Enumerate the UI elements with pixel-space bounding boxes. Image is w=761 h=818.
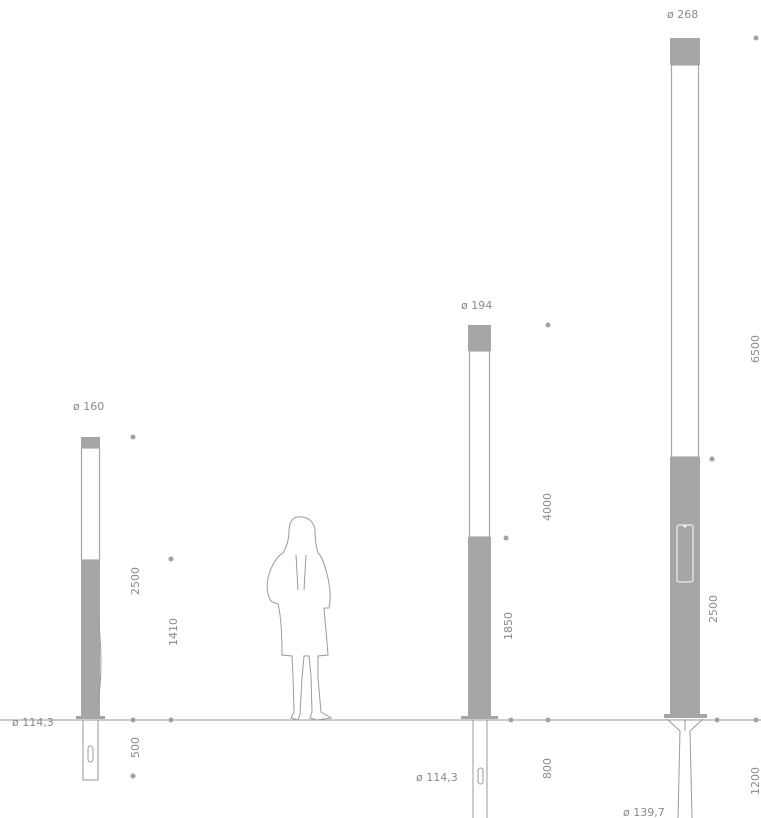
- person-detail: [295, 554, 307, 591]
- dimension-small-total: 2500: [129, 567, 142, 595]
- dimension-dot: [130, 773, 136, 779]
- dimension-medium-total: 4000: [541, 493, 554, 521]
- pole-small-base-plate: [76, 716, 105, 719]
- dimension-medium-lower: 1850: [502, 612, 515, 640]
- person-silhouette: [266, 516, 333, 721]
- dimension-dot: [753, 35, 759, 41]
- pole-large-head: [670, 38, 700, 65]
- pole-small-foundation-diameter: ø 114,3: [12, 716, 54, 729]
- pole-small-door: [97, 619, 102, 706]
- dimension-dot: [503, 535, 509, 541]
- pole-large-foundation: [677, 730, 693, 818]
- dimension-large-foundation: 1200: [749, 767, 761, 795]
- pole-medium-head: [468, 325, 491, 351]
- dimension-dot: [545, 322, 551, 328]
- dimension-small-foundation: 500: [129, 737, 142, 758]
- dimension-large-lower: 2500: [707, 595, 720, 623]
- dimension-small-lower: 1410: [167, 618, 180, 646]
- pole-large-foundation-diameter: ø 139,7: [623, 806, 665, 818]
- dimension-dot: [508, 717, 514, 723]
- dimension-dot: [709, 456, 715, 462]
- pole-large: [664, 38, 707, 818]
- pole-small: [76, 437, 105, 781]
- pole-small-diffuser: [80, 447, 101, 561]
- pole-large-base-plate: [664, 714, 707, 718]
- pole-large-anchor: [666, 718, 704, 732]
- dimension-medium-foundation: 800: [541, 758, 554, 779]
- pole-medium-base-plate: [461, 716, 498, 719]
- dimension-dot: [130, 717, 136, 723]
- pole-medium-diffuser: [468, 350, 491, 538]
- pole-large-diffuser: [670, 64, 700, 458]
- dimension-large-total: 6500: [749, 335, 761, 363]
- pole-large-shaft: [670, 457, 700, 714]
- pole-small-head: [81, 437, 100, 448]
- pole-medium-shaft: [468, 537, 491, 717]
- dimension-dot: [753, 717, 759, 723]
- pole-large-diameter: ø 268: [667, 8, 698, 21]
- pole-medium-foundation-diameter: ø 114,3: [416, 771, 458, 784]
- dimension-dot: [168, 717, 174, 723]
- dimension-dot: [130, 434, 136, 440]
- pole-small-cable-slot: [87, 745, 94, 763]
- dimension-dot: [168, 556, 174, 562]
- pole-medium: [461, 325, 498, 818]
- pole-small-foundation: [82, 719, 99, 781]
- pole-medium-cable-slot: [477, 767, 484, 785]
- pole-small-shaft: [81, 560, 100, 717]
- dimension-dot: [714, 717, 720, 723]
- pole-medium-diameter: ø 194: [461, 299, 492, 312]
- pole-large-door-lock: [683, 524, 687, 528]
- pole-small-diameter: ø 160: [73, 400, 104, 413]
- dimension-dot: [545, 717, 551, 723]
